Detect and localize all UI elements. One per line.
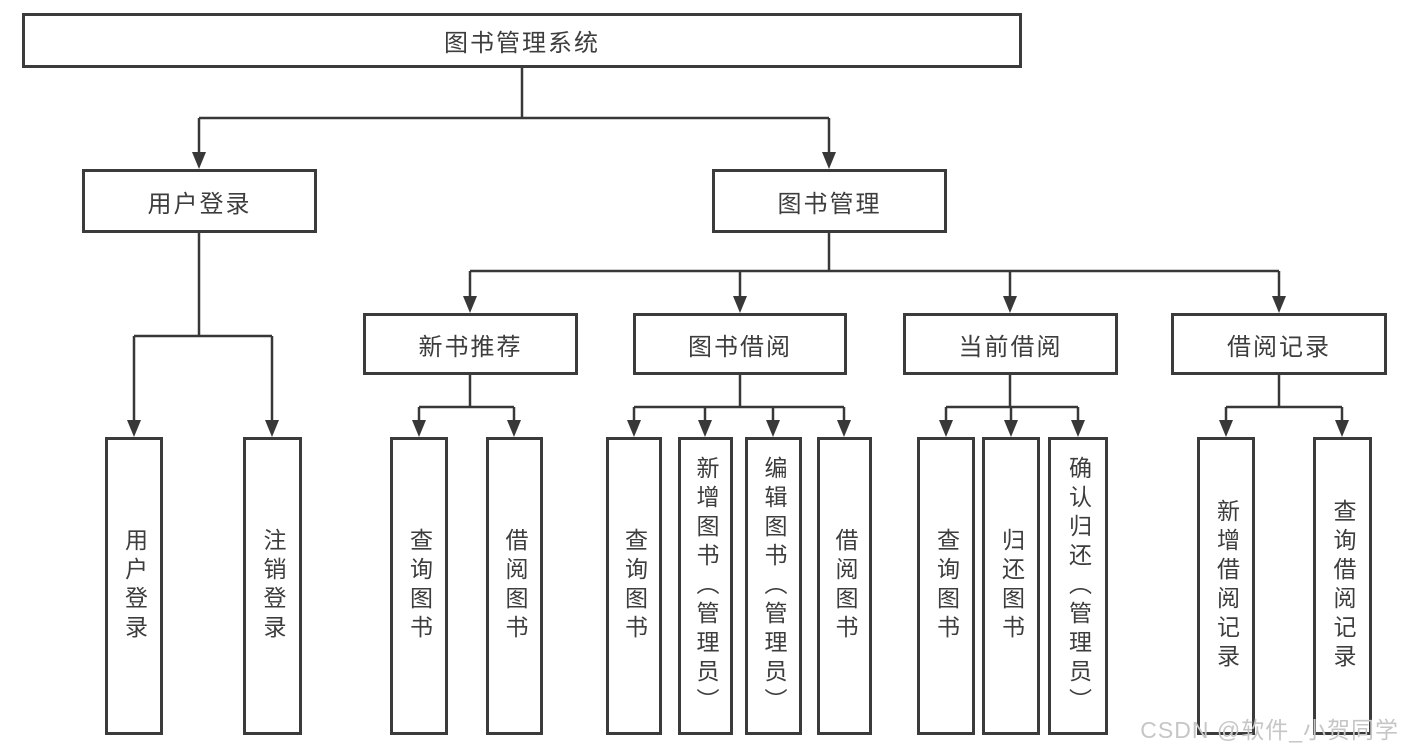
leaf-return-book: 归还图书 [982,437,1040,735]
arrowheads-user-login-branch [127,420,279,437]
watermark: CSDN @软件_小贺同学 [1140,717,1399,743]
leaf-query-borrow-record-label: 查询借阅记录 [1330,499,1356,673]
leaf-confirm-return-admin: 确认归还（管理员） [1048,437,1108,735]
leaf-recommend-query-book-label: 查询图书 [406,528,433,644]
leaf-current-query-book: 查询图书 [917,437,975,735]
arrowheads-current-borrow-branch [939,420,1085,437]
node-new-book-recommend: 新书推荐 [363,313,578,375]
arrowheads-book-borrow-branch [627,420,851,437]
connector-book-mgmt-branch [468,233,1281,297]
arrowheads-level2 [192,152,836,169]
node-book-borrow-label: 图书借阅 [688,333,792,361]
node-borrow-record-label: 借阅记录 [1227,333,1331,361]
node-book-management-label: 图书管理 [777,190,882,218]
connector-borrow-record-branch [1224,375,1344,421]
leaf-add-book-admin: 新增图书（管理员） [678,437,733,735]
leaf-logout-label: 注销登录 [260,528,286,644]
leaf-borrow-query-book: 查询图书 [606,437,662,735]
leaf-recommend-query-book: 查询图书 [390,437,448,735]
connector-book-borrow-branch [632,375,846,421]
leaf-add-book-admin-label: 新增图书（管理员） [693,455,719,717]
connector-root-to-level2 [197,68,831,154]
leaf-user-login-label: 用户登录 [121,528,148,644]
node-current-borrow-label: 当前借阅 [958,333,1063,361]
leaf-current-query-book-label: 查询图书 [933,528,960,644]
leaf-recommend-borrow-book-label: 借阅图书 [502,528,528,644]
node-new-book-recommend-label: 新书推荐 [418,333,523,361]
leaf-add-borrow-record-label: 新增借阅记录 [1213,499,1240,673]
leaf-logout: 注销登录 [243,437,302,735]
leaf-borrow-book: 借阅图书 [817,437,872,735]
leaf-add-borrow-record: 新增借阅记录 [1197,437,1255,735]
node-current-borrow: 当前借阅 [903,313,1118,375]
leaf-borrow-book-label: 借阅图书 [832,528,858,644]
leaf-confirm-return-admin-label: 确认归还（管理员） [1065,455,1092,717]
node-book-management: 图书管理 [712,169,947,233]
connector-current-borrow-branch [944,375,1080,421]
leaf-query-borrow-record: 查询借阅记录 [1313,437,1372,735]
arrowheads-book-mgmt-branch [463,296,1286,313]
arrowheads-new-book-branch [412,420,521,437]
leaf-borrow-query-book-label: 查询图书 [621,528,648,644]
node-book-borrow: 图书借阅 [633,313,847,375]
connector-user-login-branch [132,233,274,421]
arrowheads-borrow-record-branch [1219,420,1349,437]
node-borrow-record: 借阅记录 [1171,313,1387,375]
node-root: 图书管理系统 [22,13,1022,68]
leaf-user-login: 用户登录 [105,437,163,735]
leaf-recommend-borrow-book: 借阅图书 [486,437,543,735]
node-root-label: 图书管理系统 [444,30,600,57]
connector-new-book-branch [417,375,516,421]
leaf-return-book-label: 归还图书 [998,528,1025,644]
node-user-login-label: 用户登录 [147,190,252,218]
node-user-login: 用户登录 [82,169,317,233]
leaf-edit-book-admin: 编辑图书（管理员） [745,437,802,735]
leaf-edit-book-admin-label: 编辑图书（管理员） [761,455,787,717]
